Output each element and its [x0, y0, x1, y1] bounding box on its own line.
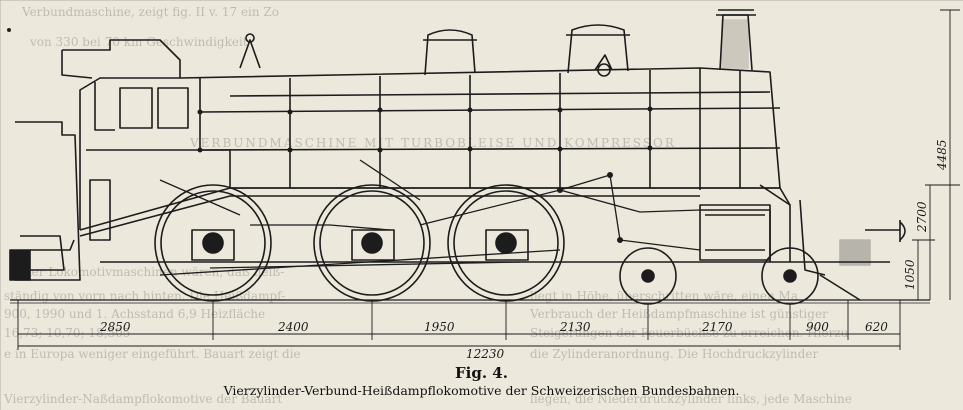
show-through-text: Verbundmaschine, zeigt fig. II v. 17 ein…	[3, 5, 852, 406]
dim-2400: 2400	[277, 320, 309, 334]
tender	[9, 121, 81, 281]
cab	[61, 39, 200, 241]
driving-wheel-3	[447, 184, 565, 302]
show-through-right-1: liegt in Höhe, überschritten wäre, einen…	[530, 289, 798, 303]
page-mark	[7, 28, 11, 32]
show-through-right-2: Verbrauch der Heißdampfmaschine ist güns…	[529, 307, 828, 321]
dim-height-total: 4485	[935, 139, 949, 171]
dim-height-buffer: 1050	[903, 259, 917, 290]
bogie-wheel-1	[619, 247, 677, 305]
dim-total-length: 12230	[466, 347, 505, 361]
dim-2130: 2130	[559, 320, 591, 334]
steam-domes	[423, 24, 630, 76]
show-through-line-3: 900, 1990 und 1. Achsstand 6,9 Heizfläch…	[4, 307, 265, 321]
cylinder	[699, 204, 771, 261]
dim-900: 900	[806, 320, 829, 334]
show-through-line-2: ständig von vorn nach hinten. Die Heißda…	[4, 289, 285, 303]
show-through-line-5: e in Europa weniger eingeführt. Bauart z…	[4, 347, 301, 361]
show-through-line-4: 16,73; 10,70; 18,505	[4, 326, 130, 340]
bogie-wheel-2	[761, 247, 819, 305]
show-through-right-5: liegen, die Niederdruckzylinder links, j…	[530, 392, 852, 406]
boiler	[179, 67, 781, 190]
dim-2170: 2170	[701, 320, 733, 334]
show-through-line-1: der Lokomotivmaschinen wären, daß heiß-	[24, 265, 284, 279]
frame	[79, 184, 890, 266]
show-through-right-4: die Zylinderanordnung. Die Hochdruckzyli…	[530, 347, 818, 361]
vertical-dimensions	[912, 9, 960, 300]
coupling-rods	[159, 159, 701, 276]
horizontal-dimension-lines	[17, 300, 901, 350]
show-through-banner: VERBUNDMASCHINE MIT TURBOBLEISE UND KOMP…	[189, 136, 676, 150]
dim-height-boiler: 2700	[915, 201, 929, 233]
figure-caption: Vierzylinder-Verbund-Heißdampflokomotive…	[223, 383, 740, 398]
chimney	[716, 9, 756, 71]
show-through-top-line-2: von 330 bei 70 km Geschwindigkeit	[29, 35, 248, 49]
driving-wheel-2	[313, 184, 431, 302]
show-through-top-line: Verbundmaschine, zeigt fig. II v. 17 ein…	[21, 5, 279, 19]
figure-label: Fig. 4.	[455, 364, 508, 382]
driving-wheel-1	[154, 184, 272, 302]
dim-2850: 2850	[99, 320, 131, 334]
show-through-right-3: Steigerungen der Feuerbüchse zu erreiche…	[530, 326, 849, 340]
rivets	[197, 106, 653, 243]
safety-valve	[239, 33, 613, 77]
dimension-labels: 2850 2400 1950 2130 2170 900 620 12230	[99, 320, 888, 361]
dim-1950: 1950	[424, 320, 455, 334]
dim-620: 620	[865, 320, 888, 334]
show-through-line-6: Vierzylinder-Naßdampflokomotive der Baua…	[3, 392, 282, 406]
